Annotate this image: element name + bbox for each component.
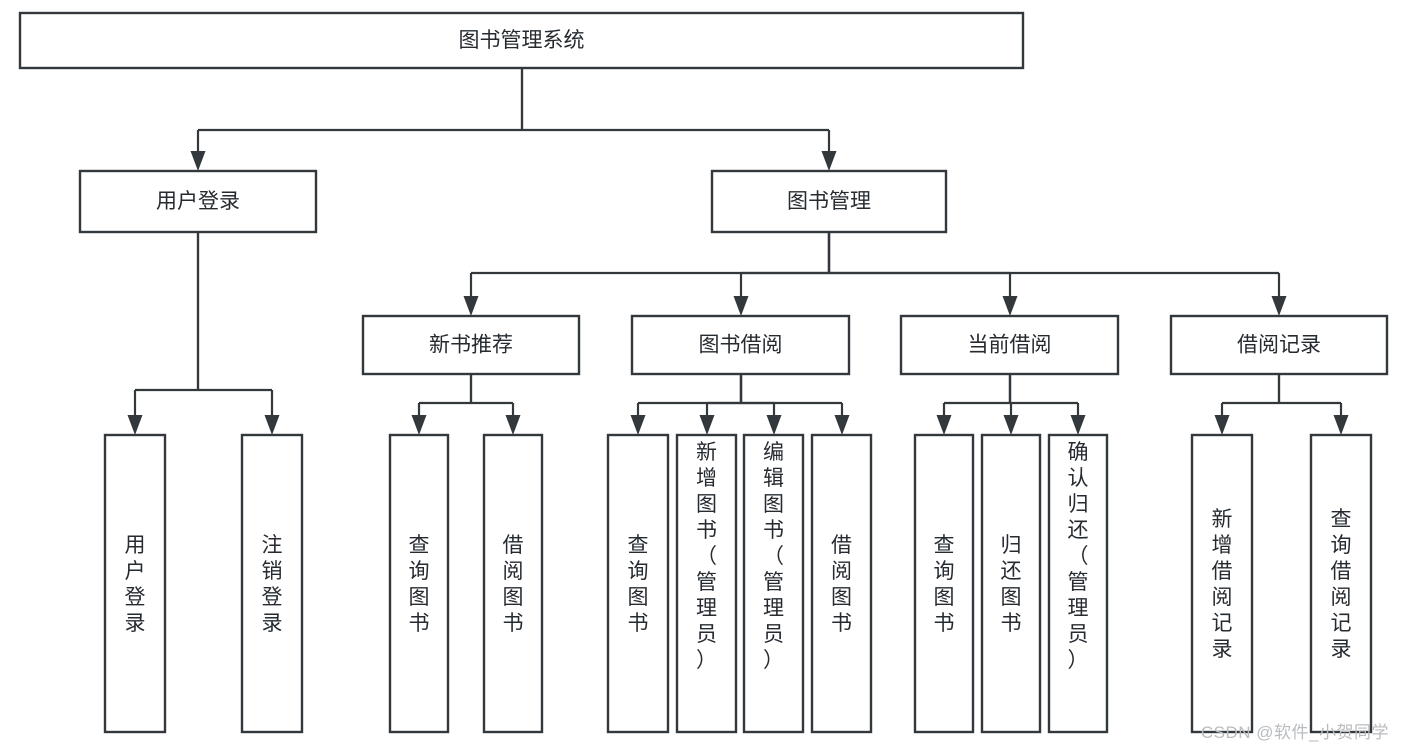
- node-layer: 图书管理系统用户登录图书管理新书推荐图书借阅当前借阅借阅记录用户登录注销登录查询…: [18, 11, 1389, 734]
- node-box: [103, 433, 167, 734]
- node-box: [388, 433, 450, 734]
- node-box: [18, 11, 1025, 70]
- node-label: 借阅图书: [831, 534, 852, 635]
- node-图书管理[interactable]: 图书管理: [710, 169, 948, 234]
- node-label: 编辑图书（管理员）: [763, 441, 784, 672]
- node-借阅图书[interactable]: 借阅图书: [482, 433, 544, 734]
- node-box: [606, 433, 670, 734]
- node-label: 借阅图书: [503, 534, 524, 635]
- node-label: 查询借阅记录: [1331, 508, 1352, 661]
- node-box: [899, 314, 1120, 376]
- node-label: 当前借阅: [968, 334, 1052, 357]
- node-label: 图书管理: [787, 190, 871, 213]
- node-box: [630, 314, 851, 376]
- edge-新书推荐-to-查询图书: [411, 374, 473, 435]
- node-编辑图书-管理员[interactable]: 编辑图书（管理员）: [742, 433, 805, 734]
- node-label: 图书借阅: [699, 334, 783, 357]
- node-label: 确认归还（管理员）: [1068, 441, 1089, 672]
- node-查询图书[interactable]: 查询图书: [913, 433, 975, 734]
- node-label: 新书推荐: [429, 334, 513, 357]
- node-label: 归还图书: [1001, 534, 1022, 635]
- node-box: [742, 433, 805, 734]
- node-label: 新增借阅记录: [1212, 508, 1233, 661]
- edge-图书借阅-to-新增图书-管理员: [699, 374, 743, 435]
- node-box: [1169, 314, 1389, 376]
- edge-图书借阅-to-借阅图书: [739, 374, 850, 435]
- edge-图书管理系统-to-图书管理: [520, 68, 837, 171]
- node-box: [1190, 433, 1254, 734]
- edge-当前借阅-to-确认归还-管理员: [1008, 374, 1086, 435]
- node-新增借阅记录[interactable]: 新增借阅记录: [1190, 433, 1254, 734]
- edge-图书借阅-to-查询图书: [630, 374, 743, 435]
- edge-用户登录-to-注销登录: [196, 232, 280, 435]
- node-box: [810, 433, 873, 734]
- node-label: 查询图书: [628, 534, 649, 635]
- node-label: 用户登录: [125, 534, 146, 635]
- node-新增图书-管理员[interactable]: 新增图书（管理员）: [675, 433, 738, 734]
- node-box: [675, 433, 738, 734]
- node-box: [913, 433, 975, 734]
- node-新书推荐[interactable]: 新书推荐: [361, 314, 581, 376]
- node-label: 新增图书（管理员）: [696, 441, 717, 672]
- node-用户登录[interactable]: 用户登录: [103, 433, 167, 734]
- node-box: [980, 433, 1042, 734]
- node-box: [78, 169, 318, 234]
- node-当前借阅[interactable]: 当前借阅: [899, 314, 1120, 376]
- node-label: 图书管理系统: [459, 29, 585, 52]
- node-图书借阅[interactable]: 图书借阅: [630, 314, 851, 376]
- edge-借阅记录-to-新增借阅记录: [1214, 374, 1281, 435]
- edge-layer: [127, 68, 1349, 435]
- node-box: [1309, 433, 1373, 734]
- node-label: 借阅记录: [1237, 334, 1321, 357]
- node-box: [240, 433, 304, 734]
- node-注销登录[interactable]: 注销登录: [240, 433, 304, 734]
- node-查询图书[interactable]: 查询图书: [606, 433, 670, 734]
- node-label: 用户登录: [156, 190, 240, 213]
- node-label: 查询图书: [409, 534, 430, 635]
- node-box: [710, 169, 948, 234]
- node-label: 注销登录: [262, 534, 283, 635]
- node-查询图书[interactable]: 查询图书: [388, 433, 450, 734]
- node-box: [1047, 433, 1109, 734]
- node-box: [361, 314, 581, 376]
- edge-图书管理-to-图书借阅: [733, 232, 831, 316]
- edge-图书管理系统-to-用户登录: [190, 68, 524, 171]
- edge-新书推荐-to-借阅图书: [469, 374, 521, 435]
- node-查询借阅记录[interactable]: 查询借阅记录: [1309, 433, 1373, 734]
- node-归还图书[interactable]: 归还图书: [980, 433, 1042, 734]
- edge-图书借阅-to-编辑图书-管理员: [739, 374, 782, 435]
- edge-当前借阅-to-查询图书: [936, 374, 1012, 435]
- node-确认归还-管理员[interactable]: 确认归还（管理员）: [1047, 433, 1109, 734]
- node-图书管理系统[interactable]: 图书管理系统: [18, 11, 1025, 70]
- node-借阅记录[interactable]: 借阅记录: [1169, 314, 1389, 376]
- node-借阅图书[interactable]: 借阅图书: [810, 433, 873, 734]
- node-用户登录[interactable]: 用户登录: [78, 169, 318, 234]
- watermark-text: CSDN @软件_小贺同学: [1200, 723, 1389, 742]
- edge-借阅记录-to-查询借阅记录: [1277, 374, 1349, 435]
- node-label: 查询图书: [934, 534, 955, 635]
- node-box: [482, 433, 544, 734]
- edge-图书管理-to-借阅记录: [827, 232, 1287, 316]
- edge-用户登录-to-用户登录: [127, 232, 200, 435]
